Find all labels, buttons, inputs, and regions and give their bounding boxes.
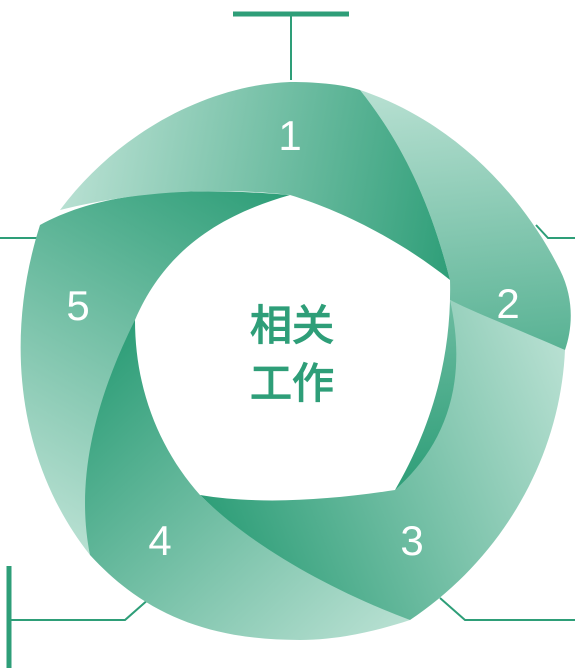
segment-3[interactable] (200, 300, 565, 620)
connector-bottom-left (9, 597, 151, 621)
connector-lines (0, 11, 575, 668)
segment-3-label: 3 (400, 517, 423, 564)
connector-bottom-right (439, 597, 575, 621)
segment-1-label: 1 (278, 112, 301, 159)
segment-labels: 1 2 3 4 5 (66, 112, 519, 564)
segment-2[interactable] (360, 90, 571, 490)
segment-2-label: 2 (496, 280, 519, 327)
segment-5-label: 5 (66, 282, 89, 329)
center-title: 相关 工作 (250, 301, 334, 408)
ring (20, 82, 571, 640)
center-title-line2: 工作 (250, 359, 334, 408)
segment-4[interactable] (85, 320, 410, 640)
center-title-line1: 相关 (250, 301, 334, 350)
segment-4-label: 4 (148, 517, 171, 564)
connector-right (535, 224, 575, 239)
segment-1[interactable] (60, 82, 450, 280)
